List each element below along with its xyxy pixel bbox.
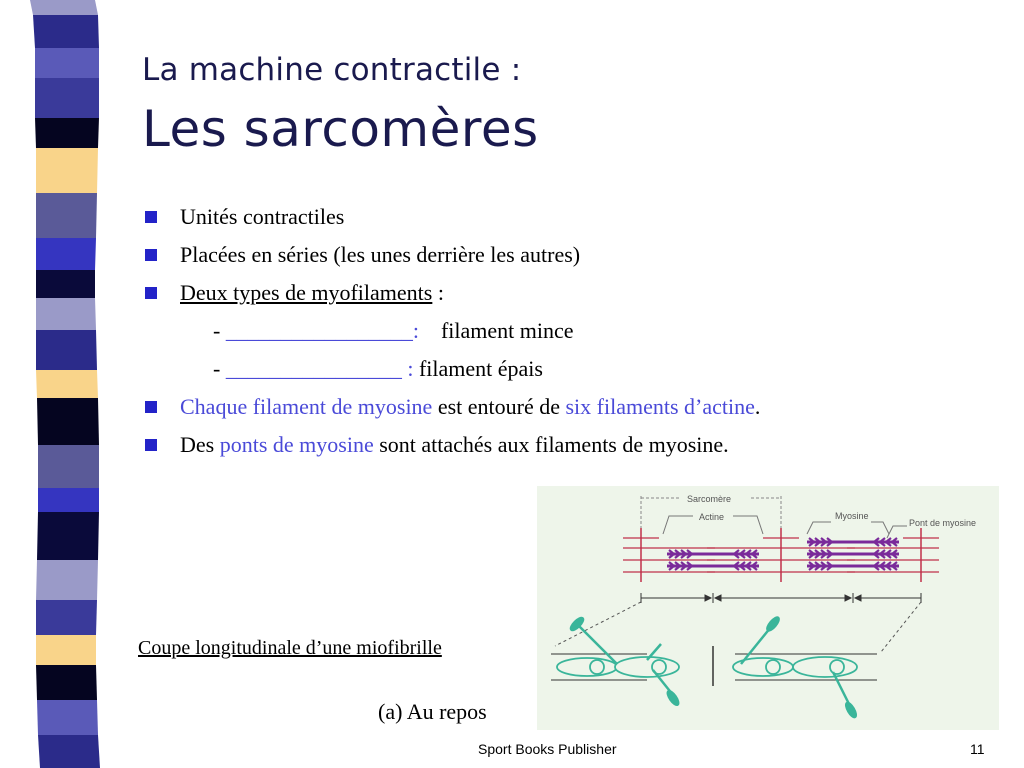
bullet-square-icon — [145, 211, 157, 223]
bullet-5-part2: ponts de myosine — [219, 432, 374, 457]
bullet-5-part1: Des — [180, 432, 220, 457]
actin-filaments — [623, 537, 939, 573]
bullet-4-part3: six filaments d’actine — [565, 394, 755, 419]
label-sarcomere: Sarcomère — [687, 494, 731, 504]
figure-caption: Coupe longitudinale d’une miofibrille — [138, 637, 442, 659]
bullet-2: Placées en séries (les unes derrière les… — [180, 242, 581, 267]
bullet-4: Chaque filament de myosine est entouré d… — [180, 394, 760, 420]
figure-background — [537, 486, 999, 730]
bullet-square-icon — [145, 287, 157, 299]
slide-title-line2: Les sarcomères — [142, 100, 539, 158]
dimension-line — [640, 593, 922, 603]
myosin-heads — [668, 537, 898, 571]
label-pont-de-myosine: Pont de myosine — [909, 518, 976, 528]
sub-bullet-1-blank: _________________: — [225, 318, 419, 343]
sub-bullet-2-dash: - — [213, 356, 226, 381]
sub-bullet-2-text: filament épais — [413, 356, 543, 381]
myosin-filaments — [667, 540, 899, 568]
sub-bullet-1: - _________________: filament mince — [213, 318, 574, 344]
footer-page-number: 11 — [970, 741, 985, 757]
label-myosine: Myosine — [835, 511, 869, 521]
enlarged-myosin-heads — [556, 656, 858, 678]
bullet-4-part2: est entouré de — [432, 394, 566, 419]
bullet-5: Des ponts de myosine sont attachés aux f… — [180, 432, 729, 458]
zoom-lines — [554, 601, 922, 653]
slide-title-line1: La machine contractile : — [142, 52, 522, 88]
footer-publisher: Sport Books Publisher — [478, 741, 617, 757]
strip-blocks — [30, 0, 100, 768]
label-actine: Actine — [699, 512, 724, 522]
decorative-strip — [0, 0, 120, 768]
z-lines — [640, 528, 922, 582]
bullet-3: Deux types de myofilaments : — [180, 280, 444, 306]
bullet-square-icon — [145, 439, 157, 451]
enlarged-actin — [551, 646, 877, 686]
sub-bullet-1-text: filament mince — [418, 318, 574, 343]
myosine-bracket — [806, 521, 890, 535]
sarcomere-figure: Sarcomère Actine Myosine Pont de myosine — [537, 486, 999, 730]
bullet-4-part1: Chaque filament de myosine — [180, 394, 433, 419]
bullet-square-icon — [145, 401, 157, 413]
sub-bullet-1-dash: - — [213, 318, 226, 343]
bullet-3-colon: : — [432, 280, 444, 305]
bullet-4-part4: . — [754, 394, 761, 419]
sub-bullet-2-blank: ________________ : — [225, 356, 414, 381]
bullet-1: Unités contractiles — [180, 204, 345, 229]
bullet-5-part3: sont attachés aux filaments de myosine. — [373, 432, 729, 457]
pont-bracket — [886, 525, 907, 539]
cross-bridge-arms — [569, 616, 858, 719]
bullet-3-main: Deux types de myofilaments — [180, 280, 433, 305]
actine-bracket — [662, 515, 764, 535]
bullet-square-icon — [145, 249, 157, 261]
figure-subcaption: (a) Au repos — [378, 699, 487, 724]
sub-bullet-2: - ________________ : filament épais — [213, 356, 543, 382]
